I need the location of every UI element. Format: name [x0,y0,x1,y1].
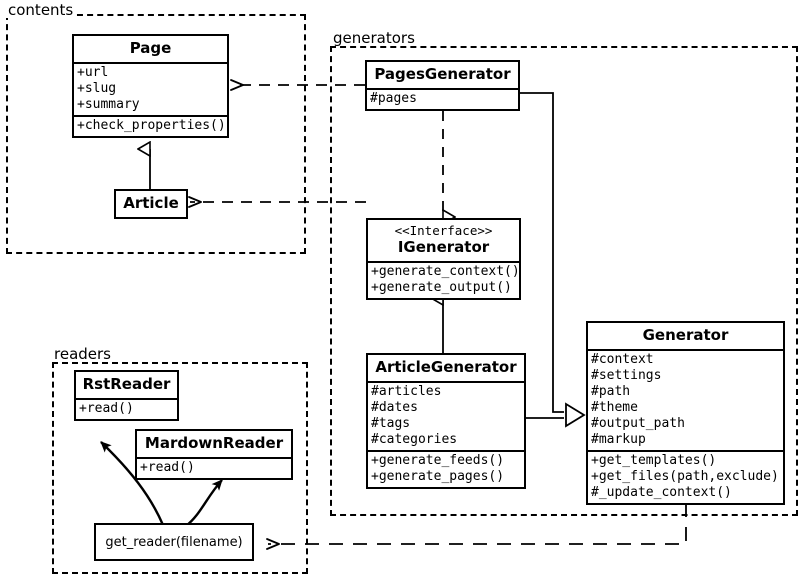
attribute: +url [77,65,109,80]
class-article-generator[interactable]: ArticleGenerator #articles #dates #tags … [366,353,526,489]
class-pages-generator-title: PagesGenerator [374,65,511,83]
method: +generate_output() [371,280,512,295]
class-igenerator-methods: +generate_context() +generate_output() [368,261,520,298]
class-article[interactable]: Article [114,189,188,219]
class-markdown-reader[interactable]: MardownReader +read() [135,429,293,480]
class-rst-reader-title: RstReader [82,375,171,393]
class-generator[interactable]: Generator #context #settings #path #them… [586,321,785,505]
class-page-methods: +check_properties() [74,115,227,136]
attribute: #tags [371,416,411,431]
attribute: #markup [591,432,646,447]
attribute: #articles [371,384,442,399]
package-generators [330,46,798,516]
class-pages-generator[interactable]: PagesGenerator #pages [365,60,520,111]
package-contents-label: contents [6,2,77,18]
class-page[interactable]: Page +url +slug +summary +check_properti… [72,34,229,138]
method: +generate_feeds() [371,453,505,468]
class-rst-reader[interactable]: RstReader +read() [74,370,179,421]
package-readers-label: readers [52,346,114,362]
package-readers [52,362,308,574]
function-get-reader[interactable]: get_reader(filename) [94,523,254,561]
attribute: #pages [370,91,417,106]
class-igenerator-title: IGenerator [397,238,490,256]
class-igenerator[interactable]: <<Interface>> IGenerator +generate_conte… [366,218,521,300]
method: +get_templates() [591,453,717,468]
class-generator-title: Generator [642,326,729,344]
class-rst-reader-methods: +read() [76,398,177,419]
method: +generate_pages() [371,469,505,484]
method: #_update_context() [591,485,732,500]
class-generator-attributes: #context #settings #path #theme #output_… [588,349,783,450]
method: +get_files(path,exclude) [591,469,779,484]
method: +read() [140,460,195,475]
attribute: #dates [371,400,418,415]
package-generators-label: generators [331,30,418,46]
method: +check_properties() [77,118,226,133]
attribute: +summary [77,97,140,112]
method: +read() [79,401,134,416]
function-get-reader-label: get_reader(filename) [105,534,243,550]
class-article-title: Article [123,194,179,212]
attribute: #output_path [591,416,685,431]
attribute: #context [591,352,654,367]
class-article-generator-methods: +generate_feeds() +generate_pages() [368,450,524,487]
class-page-title: Page [129,39,172,57]
attribute: #categories [371,432,458,447]
class-pages-generator-attributes: #pages [367,88,518,109]
class-article-generator-title: ArticleGenerator [375,358,517,376]
attribute: #theme [591,400,638,415]
class-page-attributes: +url +slug +summary [74,62,227,115]
class-article-generator-attributes: #articles #dates #tags #categories [368,381,524,450]
method: +generate_context() [371,264,520,279]
attribute: +slug [77,81,117,96]
attribute: #path [591,384,631,399]
package-contents [6,14,306,254]
class-generator-methods: +get_templates() +get_files(path,exclude… [588,450,783,503]
class-markdown-reader-title: MardownReader [144,434,284,452]
class-markdown-reader-methods: +read() [137,457,291,478]
attribute: #settings [591,368,662,383]
class-igenerator-stereotype: <<Interface>> [394,223,493,238]
